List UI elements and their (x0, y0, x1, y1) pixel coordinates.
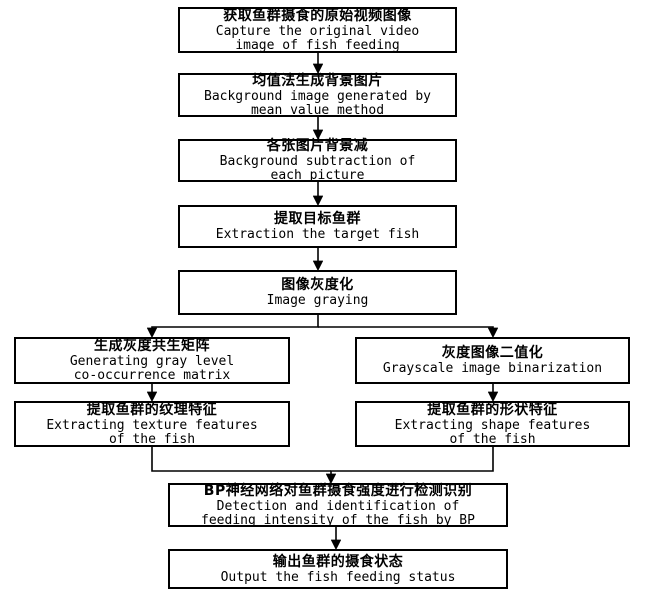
connector-merge-to-bp (325, 447, 494, 485)
box-label-zh: 提取目标鱼群 (274, 211, 361, 227)
box-label-en: image of fish feeding (235, 37, 400, 53)
connector-branch-to-glcm (146, 315, 319, 339)
box-label-en: co-occurrence matrix (73, 368, 231, 383)
box-label-en: Detection and identification of (216, 498, 460, 514)
box-label-en: Image graying (266, 293, 369, 308)
box-label-en: Extraction the target fish (215, 227, 420, 242)
box-label-zh: 提取鱼群的纹理特征 (86, 401, 218, 418)
box-label-zh: 获取鱼群摄食的原始视频图像 (223, 7, 412, 24)
box-label-en: Background image generated by (204, 88, 431, 104)
connector-branch-to-binarization (318, 326, 499, 339)
box-label-zh: 均值法生成背景图片 (252, 72, 383, 89)
box-label-zh: 图像灰度化 (281, 277, 354, 293)
box-label-en: Grayscale image binarization (382, 361, 603, 376)
box-label-en: Capture the original video (215, 23, 420, 39)
box-label-zh: 生成灰度共生矩阵 (94, 338, 210, 354)
box-label-zh: 输出鱼群的摄食状态 (272, 553, 404, 570)
box-label-en: of the fish (108, 431, 196, 447)
box-label-en: Extracting texture features (46, 417, 258, 433)
box-label-zh: 各张图片背景减 (266, 138, 369, 154)
box-label-zh: BP神经网络对鱼群摄食强度进行检测识别 (203, 482, 473, 499)
box-label-zh: 灰度图像二值化 (441, 345, 544, 361)
connector-merge-from-texture (151, 447, 331, 472)
box-label-en: feeding intensity of the fish by BP (201, 512, 475, 528)
box-label-zh: 提取鱼群的形状特征 (427, 401, 558, 418)
box-label-en: Extracting shape features (394, 417, 591, 433)
box-label-en: Generating gray level (69, 354, 235, 369)
box-label-en: each picture (270, 168, 365, 183)
box-label-en: mean value method (250, 102, 385, 118)
box-label-en: of the fish (449, 431, 536, 447)
box-label-en: Background subtraction of (219, 154, 416, 169)
box-label-en: Output the fish feeding status (220, 569, 456, 585)
